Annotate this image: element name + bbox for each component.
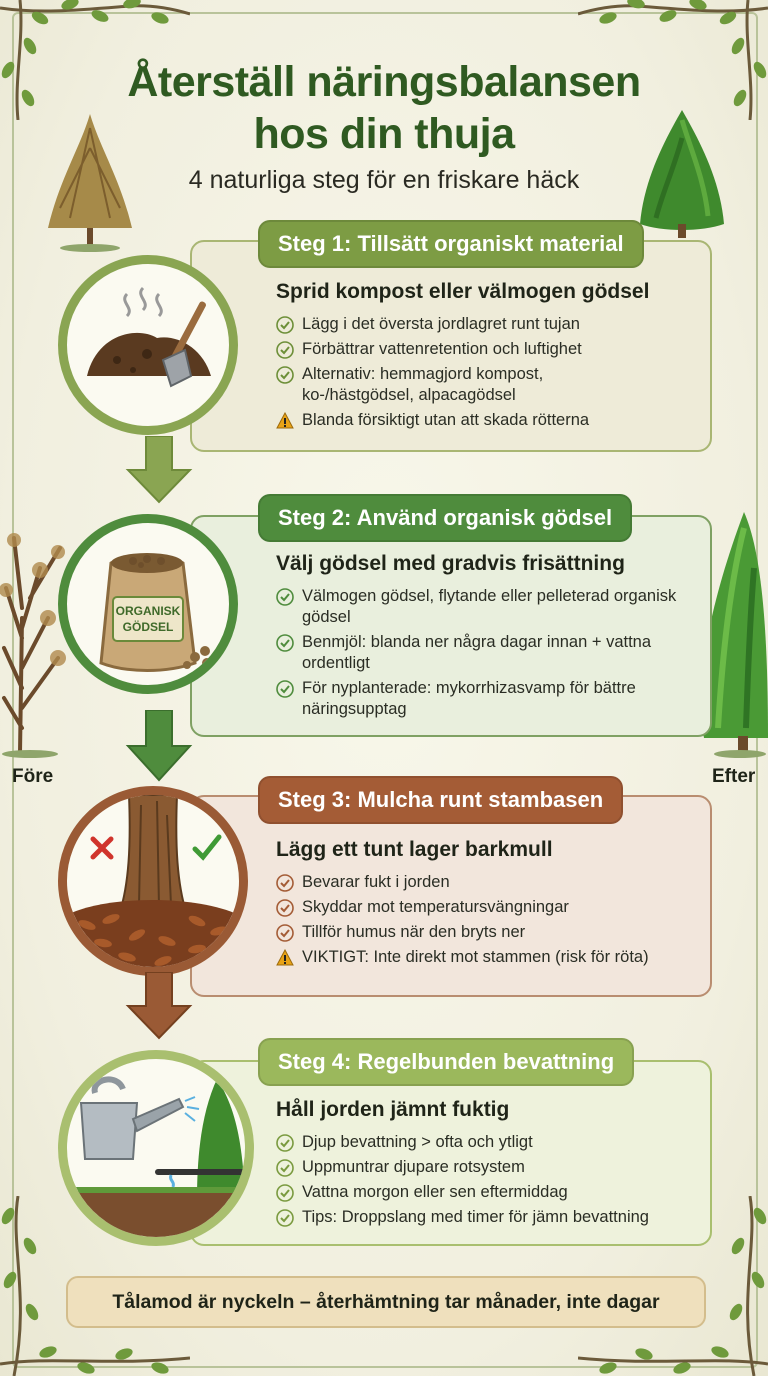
step-2-list: Välmogen gödsel, flytande eller pelleter… (276, 586, 708, 724)
list-item: För nyplanterade: mykorrhizasvamp för bä… (276, 678, 682, 720)
list-item: Blanda försiktigt utan att skada röttern… (276, 410, 708, 431)
check-icon (276, 899, 294, 917)
check-icon (276, 1184, 294, 1202)
step-2-image: ORGANISK GÖDSEL (58, 514, 238, 694)
top-left-vine-decoration (0, 0, 190, 120)
watering-can-icon (67, 1076, 245, 1237)
compost-shovel-icon (87, 286, 211, 388)
sack-label-line-2: GÖDSEL (123, 619, 174, 634)
step-3-list: Bevarar fukt i jorden Skyddar mot temper… (276, 872, 708, 972)
page-subtitle: 4 naturliga steg för en friskare häck (188, 166, 580, 194)
list-item: Välmogen gödsel, flytande eller pelleter… (276, 586, 682, 628)
bottom-left-vine-decoration (0, 1196, 190, 1376)
arrow-down-icon (125, 436, 193, 504)
list-item: Bevarar fukt i jorden (276, 872, 708, 893)
step-3-card (190, 795, 712, 997)
check-icon (276, 634, 294, 652)
check-icon (276, 1209, 294, 1227)
step-1-image (58, 255, 238, 435)
step-4-badge: Steg 4: Regelbunden bevattning (258, 1038, 635, 1086)
after-healthy-tree-icon (700, 512, 768, 758)
step-1-list: Lägg i det översta jordlagret runt tujan… (276, 314, 708, 435)
check-icon (276, 874, 294, 892)
arrow-down-icon (125, 710, 193, 782)
step-4-image (58, 1050, 254, 1246)
step-1-heading: Sprid kompost eller välmogen gödsel (276, 280, 650, 303)
check-icon (276, 366, 294, 384)
before-label: Före (12, 766, 54, 787)
list-item: Vattna morgon eller sen eftermiddag (276, 1182, 708, 1203)
check-icon (276, 680, 294, 698)
check-icon (276, 1134, 294, 1152)
list-item: Alternativ: hemmagjord kompost, ko-/häst… (276, 364, 602, 406)
page-title-line-1: Återställ näringsbalansen (127, 58, 641, 106)
list-item: Uppmuntrar djupare rotsystem (276, 1157, 708, 1178)
warning-icon (276, 949, 294, 966)
top-right-vine-decoration (578, 0, 768, 120)
step-4-list: Djup bevattning > ofta och ytligt Uppmun… (276, 1132, 708, 1232)
check-icon (276, 924, 294, 942)
check-icon (276, 341, 294, 359)
list-item: Tillför humus när den bryts ner (276, 922, 708, 943)
list-item: Benmjöl: blanda ner några dagar innan + … (276, 632, 682, 674)
step-2-badge: Steg 2: Använd organisk gödsel (258, 494, 633, 542)
step-3-heading: Lägg ett tunt lager barkmull (276, 838, 553, 861)
step-3-image (58, 786, 248, 976)
arrow-down-icon (125, 972, 193, 1040)
list-item: Förbättrar vattenretention och luftighet (276, 339, 708, 360)
sack-label-line-1: ORGANISK (116, 604, 181, 618)
bottom-right-vine-decoration (578, 1196, 768, 1376)
list-item: Tips: Droppslang med timer för jämn beva… (276, 1207, 708, 1228)
step-1-badge: Steg 1: Tillsätt organiskt material (258, 220, 644, 268)
list-item: Lägg i det översta jordlagret runt tujan (276, 314, 708, 335)
check-icon (276, 588, 294, 606)
step-2-card (190, 515, 712, 737)
step-3-badge: Steg 3: Mulcha runt stambasen (258, 776, 624, 824)
check-icon (276, 316, 294, 334)
check-icon (276, 1159, 294, 1177)
warning-icon (276, 412, 294, 429)
step-2-heading: Välj gödsel med gradvis frisättning (276, 552, 625, 575)
list-item: Djup bevattning > ofta och ytligt (276, 1132, 708, 1153)
footer-banner: Tålamod är nyckeln – återhämtning tar må… (66, 1276, 706, 1328)
healthy-thuja-small-icon (640, 110, 724, 238)
dry-thuja-small-icon (48, 114, 132, 252)
list-item: VIKTIGT: Inte direkt mot stammen (risk f… (276, 947, 708, 968)
before-bare-tree-icon (0, 533, 66, 758)
mulch-trunk-icon (67, 795, 239, 967)
list-item: Skyddar mot temperatursvängningar (276, 897, 708, 918)
fertilizer-sack-icon: ORGANISK GÖDSEL (99, 553, 212, 672)
page-title-line-2: hos din thuja (253, 110, 515, 158)
step-1-card (190, 240, 712, 452)
after-label: Efter (712, 766, 756, 787)
step-4-heading: Håll jorden jämnt fuktig (276, 1098, 510, 1121)
